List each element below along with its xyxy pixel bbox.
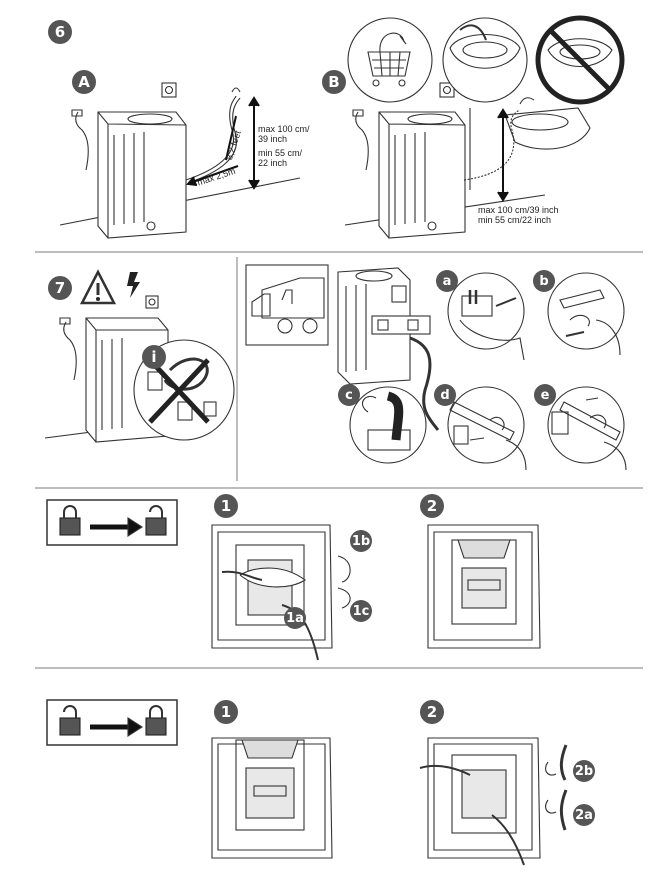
- no-sink-circle: [535, 15, 625, 105]
- shopping-basket-circle: [347, 17, 433, 103]
- label-39-inch: 39 inch: [258, 134, 288, 144]
- lock-step-2a-badge: 2a: [573, 804, 595, 826]
- divider-unlock-lock: [35, 667, 643, 669]
- step-c-circle: [349, 386, 427, 464]
- sink-hose-circle: [442, 17, 528, 103]
- substep-e-badge: e: [534, 384, 556, 406]
- step-b-circle: [547, 272, 625, 356]
- step-7-badge: 7: [48, 276, 72, 300]
- truck-illustration: [245, 264, 329, 346]
- divider-7-vertical: [236, 257, 238, 481]
- measure-arrows-b: [497, 108, 509, 202]
- info-badge: i: [142, 345, 166, 369]
- label-b-min: min 55 cm/22 inch: [478, 215, 552, 225]
- step-d-circle: [447, 386, 527, 471]
- label-max-100cm: max 100 cm/: [258, 124, 310, 134]
- substep-d-badge: d: [434, 384, 456, 406]
- step-a-badge: A: [72, 70, 96, 94]
- drum-view-upper-1: [211, 524, 351, 661]
- socket-icon-a: [161, 82, 177, 98]
- unlock-step-1-badge: 1: [214, 494, 238, 518]
- unlock-step-1c-badge: 1c: [350, 600, 372, 622]
- drum-view-lower-2: [419, 737, 568, 866]
- divider-6-7: [35, 251, 643, 253]
- unlock-step-1b-badge: 1b: [350, 530, 372, 552]
- step-6-badge: 6: [48, 20, 72, 44]
- label-b-max: max 100 cm/39 inch: [478, 205, 559, 215]
- warning-triangle: [79, 269, 117, 305]
- step-a-circle: [447, 272, 525, 361]
- drum-view-upper-2: [427, 524, 541, 649]
- lock-step-1-badge: 1: [214, 700, 238, 724]
- sink-b: [463, 97, 591, 181]
- step-e-circle: [547, 386, 627, 471]
- drum-view-lower-1: [211, 737, 333, 859]
- label-22-inch: 22 inch: [258, 158, 288, 168]
- washer-illustration-b: [344, 82, 546, 239]
- substep-a-badge: a: [436, 270, 458, 292]
- step-b-badge: B: [322, 70, 346, 94]
- substep-c-badge: c: [338, 384, 360, 406]
- lock-step-2b-badge: 2b: [573, 760, 595, 782]
- substep-b-badge: b: [533, 270, 555, 292]
- divider-7-unlock: [35, 487, 643, 489]
- lock-step-2-badge: 2: [420, 700, 444, 724]
- lock-to-unlock-diagram: [46, 499, 178, 546]
- label-min-55cm: min 55 cm/: [258, 148, 303, 158]
- unlock-step-2-badge: 2: [420, 494, 444, 518]
- unlock-to-lock-diagram: [46, 699, 178, 746]
- washer-illustration-rear: [337, 267, 440, 431]
- washer-illustration-a: [59, 109, 301, 239]
- measure-arrows-a: [186, 96, 260, 190]
- lightning-icon: [127, 272, 140, 298]
- unlock-step-1a-badge: 1a: [284, 607, 306, 629]
